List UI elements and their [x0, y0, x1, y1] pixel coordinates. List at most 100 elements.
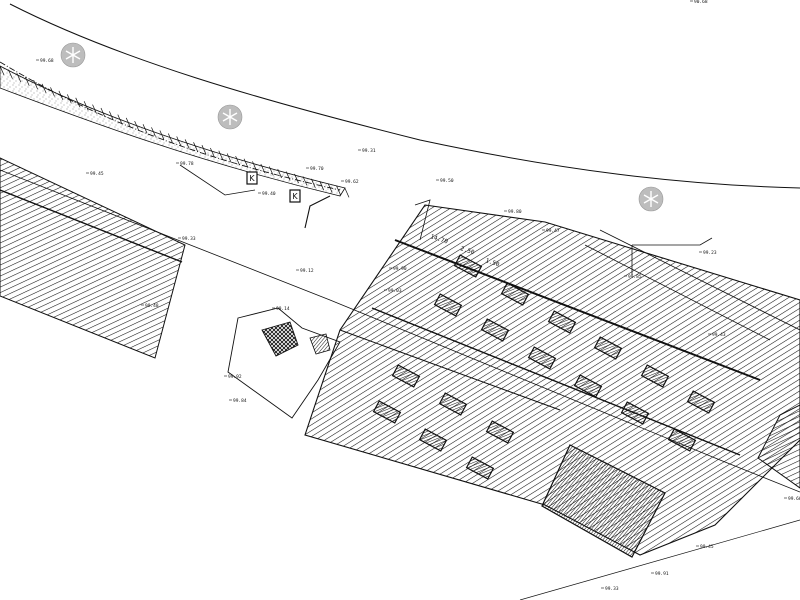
spot-level: 99.12	[296, 268, 314, 274]
embankment-tick	[294, 173, 299, 184]
road-edge-south	[0, 61, 341, 191]
embankment-tick	[277, 168, 283, 179]
spot-level: 99.68	[36, 58, 54, 64]
embankment-band	[0, 65, 346, 197]
spot-level: 99.92	[224, 374, 242, 380]
svg-text:99.48: 99.48	[145, 303, 159, 309]
embankment-tick	[92, 104, 97, 114]
spot-level: 99.31	[358, 148, 376, 154]
svg-text:99.23: 99.23	[703, 250, 717, 256]
embankment-tick	[142, 124, 148, 134]
building-east	[757, 404, 800, 489]
spot-level: 99.03	[384, 288, 402, 294]
svg-text:99.66: 99.66	[788, 496, 800, 502]
spot-level: 99.43	[708, 332, 726, 338]
embankment-tick	[50, 87, 55, 97]
embankment-tick	[311, 178, 316, 188]
sign-icon: K	[246, 171, 258, 185]
embankment-tick	[125, 117, 131, 128]
dimension-label: 1.50	[484, 257, 500, 268]
entry-structure	[227, 307, 341, 419]
svg-text:99.33: 99.33	[182, 236, 196, 242]
skylight	[527, 346, 557, 370]
spot-level: 99.66	[784, 496, 800, 502]
skylight	[372, 400, 402, 424]
embankment-tick	[226, 153, 232, 163]
embankment-tick	[159, 130, 165, 140]
embankment-tick	[235, 156, 240, 166]
path-line-4	[599, 229, 800, 331]
svg-text:99.70: 99.70	[310, 166, 324, 172]
embankment-tick	[184, 139, 190, 149]
skylight	[620, 401, 650, 425]
spot-level: 99.40	[258, 191, 276, 197]
spot-level: 99.23	[699, 250, 717, 256]
embankment-tick	[201, 145, 207, 155]
embankment-tick	[58, 90, 64, 101]
skylight	[391, 364, 421, 388]
skylight	[667, 428, 697, 452]
svg-text:K: K	[292, 192, 298, 201]
path-line-3	[631, 237, 713, 275]
tree-symbol	[217, 104, 243, 130]
svg-text:K: K	[249, 174, 255, 183]
entry-grid-1	[261, 321, 299, 357]
tree-symbol	[60, 42, 86, 68]
embankment-tick	[193, 142, 198, 152]
parcel-line	[519, 519, 800, 600]
embankment-tick	[268, 166, 274, 176]
svg-text:99.50: 99.50	[440, 178, 454, 184]
spot-level: 99.14	[272, 306, 290, 312]
spot-level: 99.85	[624, 274, 642, 280]
svg-text:99.85: 99.85	[628, 274, 642, 280]
spot-level: 99.50	[436, 178, 454, 184]
svg-text:99.31: 99.31	[362, 148, 376, 154]
svg-text:99.45: 99.45	[700, 544, 714, 550]
svg-text:90.68: 90.68	[694, 0, 708, 5]
entry-grid-2	[309, 333, 331, 355]
spot-level: 99.45	[86, 171, 104, 177]
svg-text:99.84: 99.84	[233, 398, 247, 404]
spot-level: 99.48	[141, 303, 159, 309]
embankment-tick	[16, 73, 22, 83]
svg-text:99.03: 99.03	[388, 288, 402, 294]
embankment-tick	[243, 158, 249, 168]
trees	[60, 42, 664, 212]
embankment-tick	[302, 176, 308, 186]
embankment-tick	[210, 147, 215, 158]
skylight	[453, 254, 483, 278]
spot-levels: 90.68 99.68 99.45 99.78 99.40 99.70 99.62 99.31…	[36, 0, 800, 592]
svg-text:99.43: 99.43	[712, 332, 726, 338]
embankment-tick	[75, 97, 81, 107]
embankment-tick	[167, 133, 173, 143]
svg-text:99.92: 99.92	[228, 374, 242, 380]
skylight	[573, 374, 603, 398]
skylight	[418, 428, 448, 452]
embankment-tick	[24, 76, 30, 86]
stair-line	[414, 199, 431, 241]
spot-level: 99.91	[651, 571, 669, 577]
svg-text:99.80: 99.80	[508, 209, 522, 215]
embankment-tick	[134, 120, 139, 131]
roof-ridge-3	[339, 329, 561, 411]
skylight	[438, 392, 468, 416]
skylight	[465, 456, 495, 480]
embankment-tick	[66, 94, 72, 104]
spot-level: 99.33	[601, 586, 619, 592]
building-west	[0, 157, 186, 359]
tree-symbol	[638, 186, 664, 212]
spot-level: 99.84	[229, 398, 247, 404]
svg-text:99.78: 99.78	[180, 161, 194, 167]
path-line-2	[304, 195, 331, 229]
embankment-tick	[151, 127, 156, 137]
spot-level: 99.80	[504, 209, 522, 215]
skylights	[372, 254, 716, 480]
skylight	[593, 336, 623, 360]
embankment-tick	[336, 185, 341, 196]
path-line-1	[179, 164, 256, 196]
svg-text:99.68: 99.68	[40, 58, 54, 64]
spot-level: 99.62	[341, 179, 359, 185]
embankment-tick	[41, 83, 47, 93]
spot-level: 99.90	[389, 266, 407, 272]
